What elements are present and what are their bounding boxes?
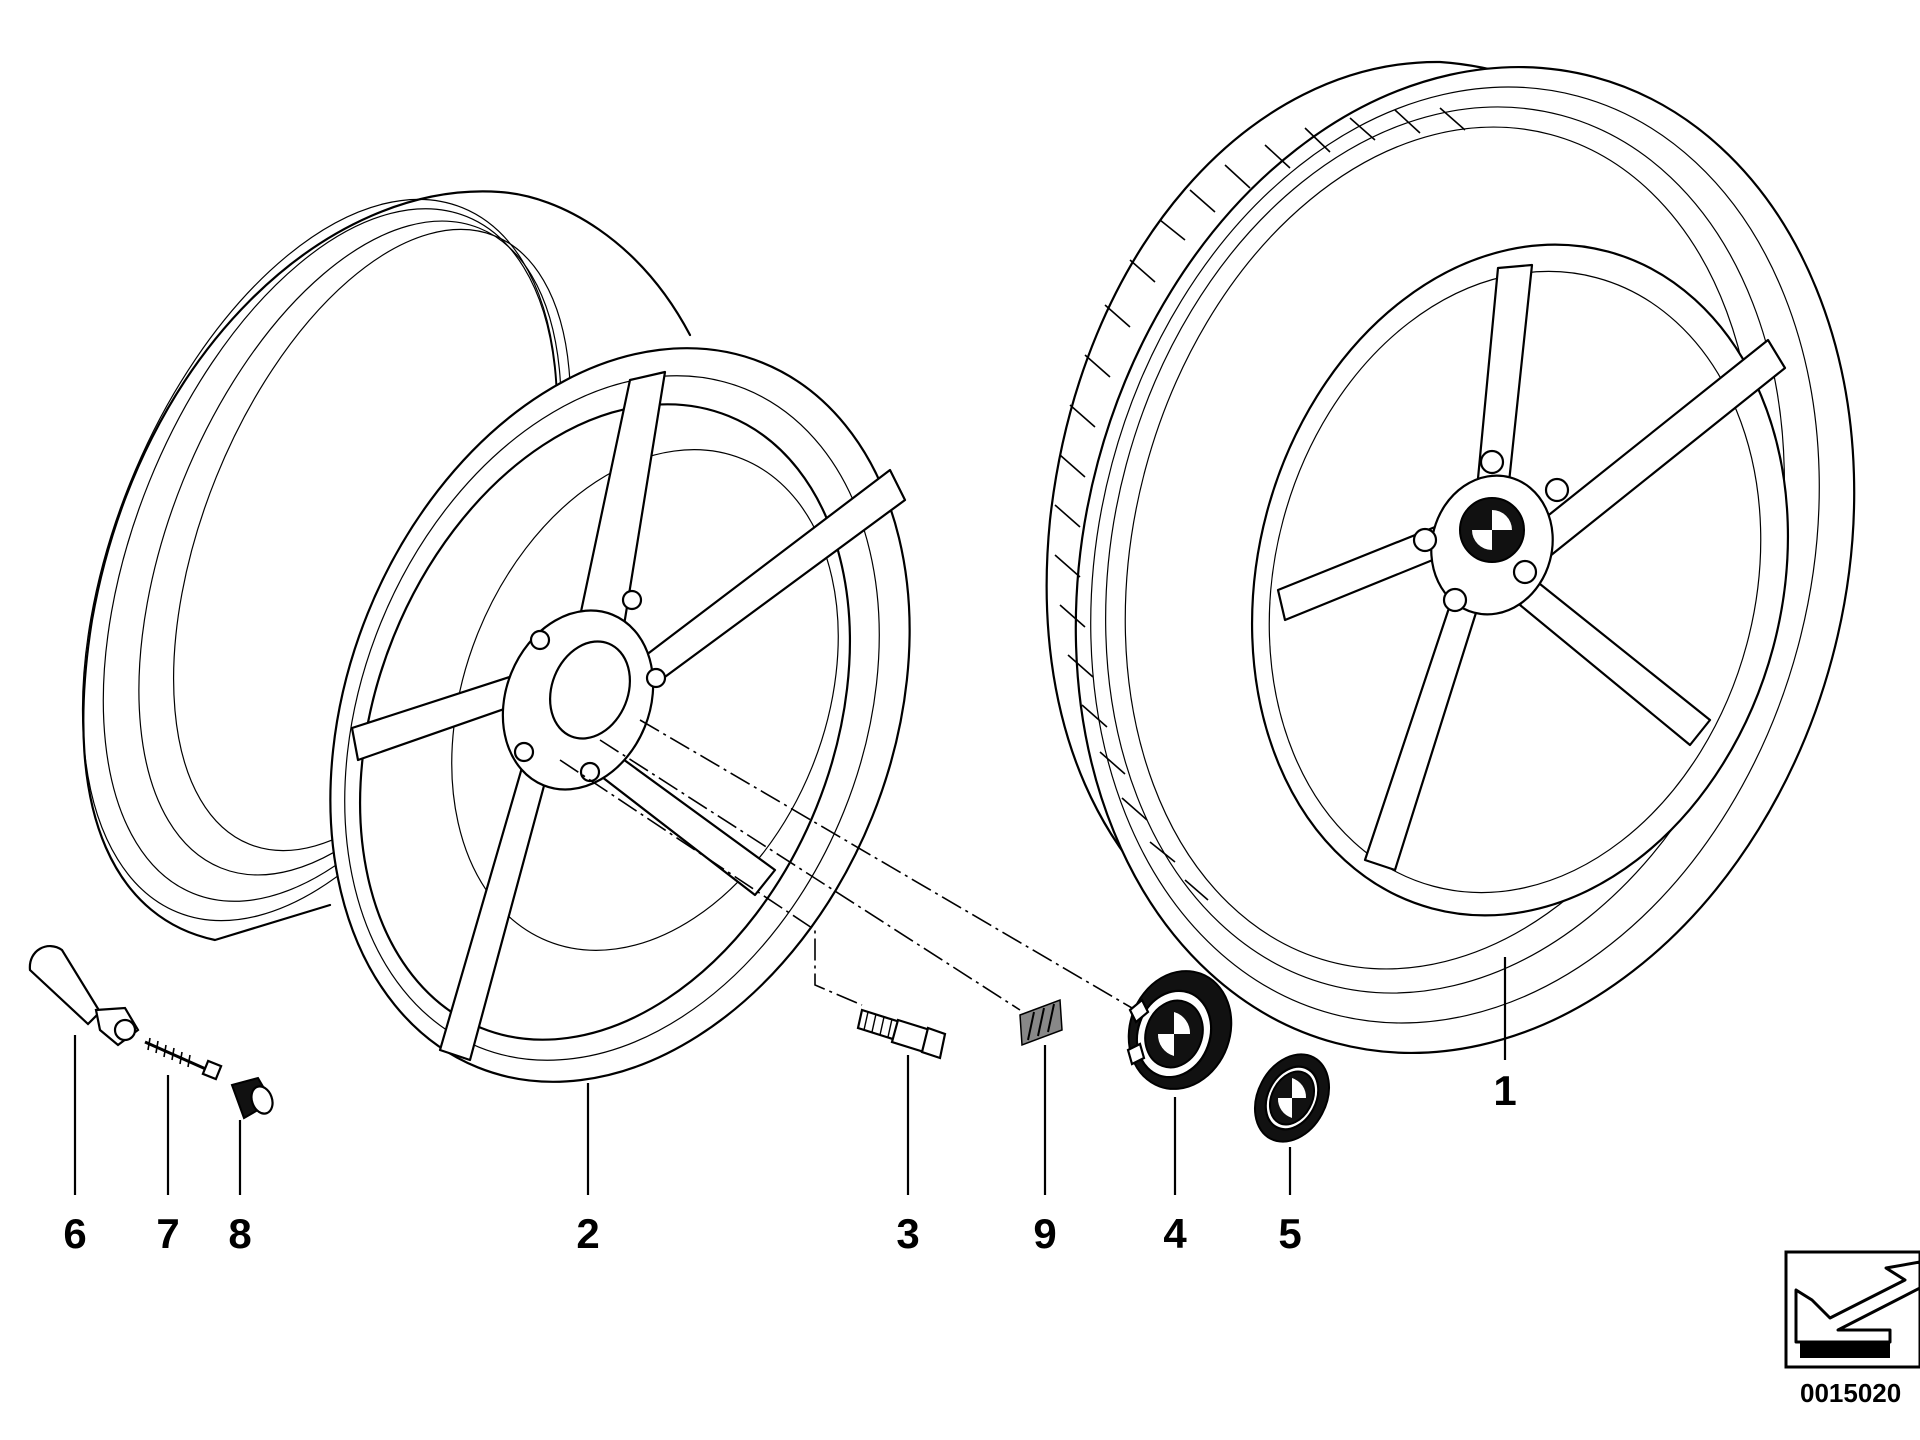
part-8-valve-cap[interactable] [230, 1076, 276, 1120]
wheel-bolt [1412, 527, 1438, 553]
callout-7: 7 [156, 1210, 179, 1257]
wheel-logo-quadrant [1472, 530, 1492, 550]
part-6-valve[interactable] [28, 944, 140, 1047]
rim-bolt-hole [529, 629, 551, 651]
wheel-bolt [1512, 559, 1538, 585]
wheel-bolt [1544, 477, 1570, 503]
rim-bolt-hole [621, 589, 643, 611]
callout-2: 2 [576, 1210, 599, 1257]
wheel-bolt [1479, 449, 1505, 475]
part-9-badge[interactable] [1019, 998, 1063, 1047]
assembly-lines [559, 719, 1133, 1011]
leader-lines [73, 957, 1507, 1195]
rim-inner-lip [359, 403, 851, 1041]
rim-flange [344, 375, 880, 1061]
callout-4: 4 [1163, 1210, 1187, 1257]
doc-number: 0015020 [1800, 1378, 1901, 1408]
tire-tread-band [1090, 86, 1820, 1024]
tire-tread-pattern [1054, 107, 1466, 901]
rim-bolt-hole [645, 667, 667, 689]
wheel-spokes [1276, 263, 1787, 872]
wheel-rim-lip [1268, 270, 1762, 894]
rim-center-bore [548, 640, 632, 740]
rim-bolt-hole [513, 741, 535, 763]
part-5-emblem[interactable] [1240, 1041, 1343, 1154]
part-2-rim[interactable] [0, 131, 1015, 1169]
callout-5: 5 [1278, 1210, 1301, 1257]
doc-stamp-base [1800, 1342, 1890, 1358]
rim-inner-barrel [451, 449, 839, 951]
callout-6: 6 [63, 1210, 86, 1257]
part-1-wheel-tire[interactable] [969, 0, 1920, 1141]
rim-barrel-outline [82, 190, 692, 942]
part-7-valve-core[interactable] [144, 1037, 223, 1081]
callout-9: 9 [1033, 1210, 1056, 1257]
rim-spokes [350, 370, 907, 1062]
callout-labels: 1 2 3 9 4 5 6 7 8 [63, 1067, 1516, 1257]
doc-stamp: 0015020 [1784, 1250, 1920, 1408]
callout-1: 1 [1493, 1067, 1516, 1114]
rim-bolt-hole [579, 761, 601, 783]
callout-3: 3 [896, 1210, 919, 1257]
wheel-bolt [1442, 587, 1468, 613]
wheel-logo-quadrant [1492, 510, 1512, 530]
callout-8: 8 [228, 1210, 251, 1257]
part-4-hub-cap[interactable] [1112, 957, 1247, 1104]
part-3-wheel-bolt[interactable] [856, 1008, 947, 1060]
